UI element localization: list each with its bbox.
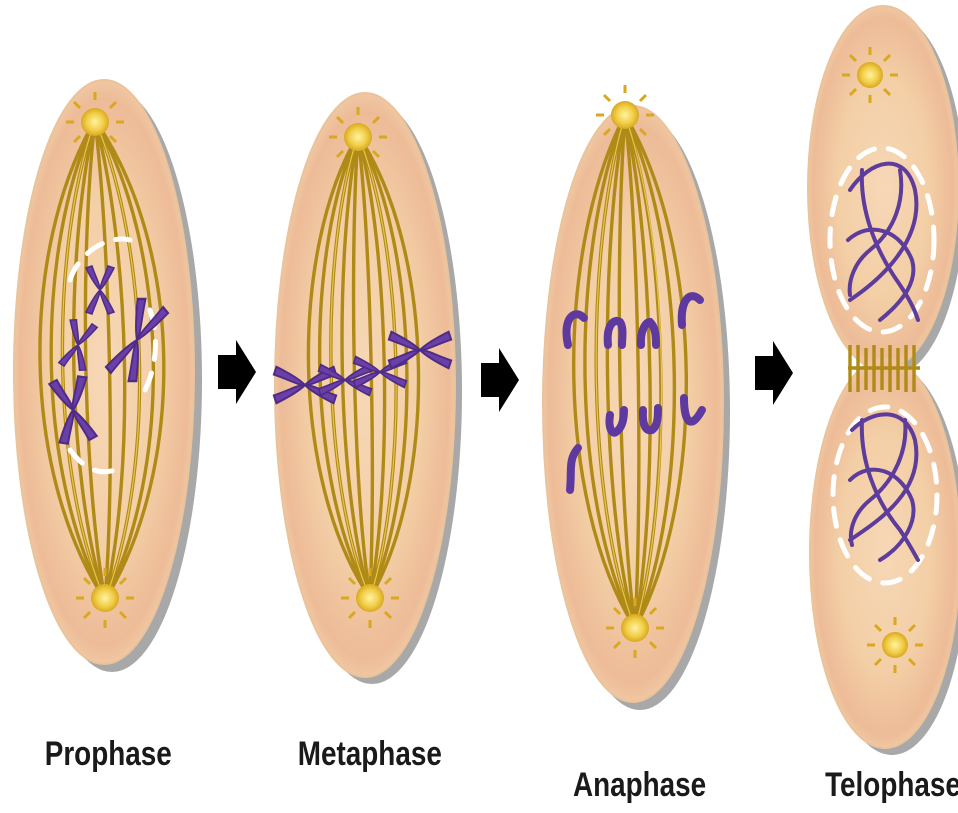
- telophase-cells: [808, 6, 958, 755]
- prophase-cell: [14, 80, 202, 672]
- label-telophase: Telophase: [825, 765, 958, 803]
- label-metaphase: Metaphase: [298, 734, 442, 772]
- arrow-metaphase-to-anaphase: [481, 348, 519, 412]
- arrow-prophase-to-metaphase: [218, 340, 256, 404]
- label-anaphase: Anaphase: [573, 765, 706, 803]
- cell-body-bottom: [810, 358, 958, 748]
- label-prophase: Prophase: [45, 734, 172, 772]
- arrow-anaphase-to-telophase: [755, 341, 793, 405]
- metaphase-cell: [274, 93, 462, 684]
- anaphase-cell: [543, 85, 730, 710]
